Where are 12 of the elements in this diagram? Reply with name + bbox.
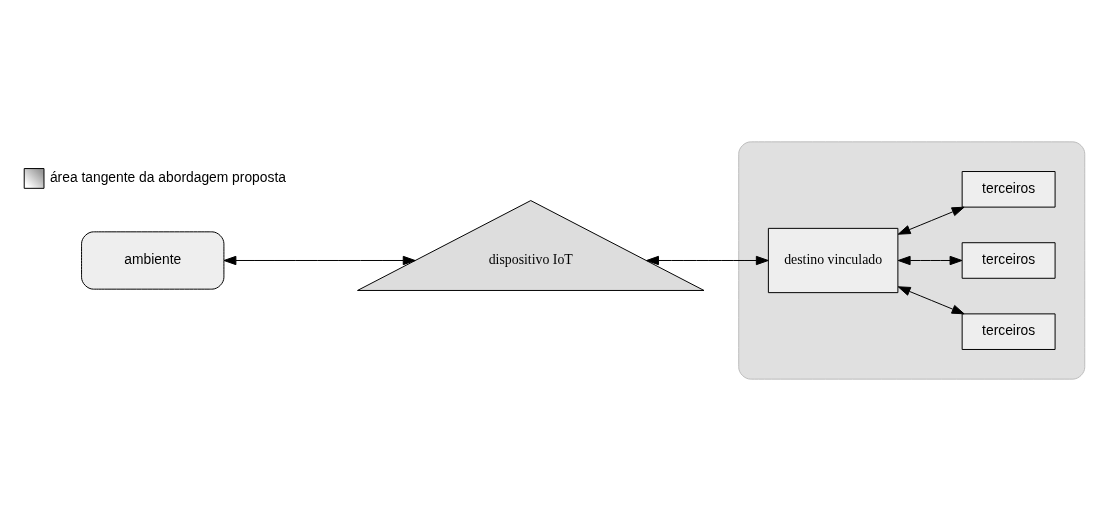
node-box: terceiros xyxy=(961,171,1056,208)
node-box: ambiente xyxy=(81,231,225,290)
node-box: destino vinculado xyxy=(767,227,899,294)
cluster xyxy=(738,141,1086,380)
node-box: terceiros xyxy=(961,242,1056,279)
arrow xyxy=(897,286,965,315)
arrow xyxy=(223,255,416,266)
arrow xyxy=(646,255,769,266)
node-box: terceiros xyxy=(961,313,1056,350)
arrow xyxy=(897,255,963,266)
arrow xyxy=(897,206,965,235)
legend-label: área tangente da abordagem proposta xyxy=(49,169,286,186)
